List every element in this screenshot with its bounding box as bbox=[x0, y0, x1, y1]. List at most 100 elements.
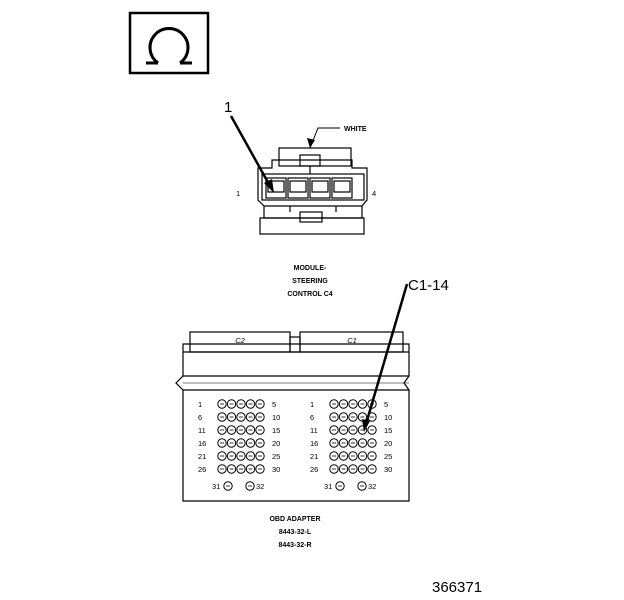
tab-c1-label: C1 bbox=[347, 336, 357, 345]
c2-pin-cavity bbox=[236, 451, 246, 461]
c2-row-end-label: 10 bbox=[272, 413, 280, 422]
c2-pin-cavity bbox=[255, 425, 265, 435]
c1-pin-cavity bbox=[357, 438, 368, 448]
c1-pin-31-label: 31 bbox=[324, 482, 332, 491]
c1-pin-cavity bbox=[338, 438, 349, 448]
c1-row-end-label: 20 bbox=[384, 439, 392, 448]
c1-row-start-label: 1 bbox=[310, 400, 314, 409]
module-caption-line3: CONTROL C4 bbox=[287, 291, 332, 298]
c2-pin-cavity bbox=[245, 464, 256, 474]
c2-pin-cavity bbox=[217, 425, 227, 435]
c2-pin-cavity bbox=[226, 412, 237, 422]
c2-pin-cavity bbox=[226, 464, 237, 474]
callout-1: 1 bbox=[224, 99, 232, 116]
white-label-arrow bbox=[307, 127, 340, 149]
c2-pin-cavity bbox=[236, 412, 246, 422]
c2-pin-cavity bbox=[236, 464, 246, 474]
c2-pin-cavity bbox=[226, 451, 237, 461]
c2-row-start-label: 11 bbox=[198, 426, 206, 435]
c1-pin-31-cavity bbox=[335, 481, 345, 491]
c1-row-end-label: 30 bbox=[384, 465, 392, 474]
c2-pin-cavity bbox=[245, 425, 256, 435]
c1-row-start-label: 6 bbox=[310, 413, 314, 422]
c1-pin-cavity bbox=[367, 412, 377, 422]
steering-module-connector bbox=[257, 147, 368, 235]
c1-pin-32-label: 32 bbox=[368, 482, 376, 491]
callout-c1-14: C1-14 bbox=[408, 277, 449, 294]
c2-pin-31-cavity bbox=[223, 481, 233, 491]
callout-1-leader bbox=[229, 115, 274, 193]
c2-pin-cavity bbox=[217, 451, 227, 461]
c1-pin-cavity bbox=[338, 464, 349, 474]
c1-pin-cavity bbox=[367, 425, 377, 435]
c2-pin-32-label: 32 bbox=[256, 482, 264, 491]
c1-row-start-label: 26 bbox=[310, 465, 318, 474]
c2-pin-cavity bbox=[226, 399, 237, 409]
c1-pin-cavity bbox=[329, 438, 339, 448]
c1-pin-cavity bbox=[357, 451, 368, 461]
c1-pin-cavity bbox=[348, 425, 358, 435]
c2-pin-cavity bbox=[236, 438, 246, 448]
c2-pin-cavity bbox=[217, 438, 227, 448]
c2-pin-cavity bbox=[226, 425, 237, 435]
c2-pin-cavity bbox=[245, 412, 256, 422]
c1-pin-cavity bbox=[367, 451, 377, 461]
figure-number: 366371 bbox=[432, 579, 482, 596]
c2-pin-cavity bbox=[217, 412, 227, 422]
c2-row-start-label: 1 bbox=[198, 400, 202, 409]
module-caption-line1: MODULE- bbox=[294, 265, 327, 272]
c1-pin-cavity bbox=[357, 412, 368, 422]
c1-pin-cavity bbox=[348, 451, 358, 461]
module-caption-line2: STEERING bbox=[292, 278, 328, 285]
c2-pin-cavity bbox=[245, 399, 256, 409]
c2-pin-cavity bbox=[255, 438, 265, 448]
c2-pin-cavity bbox=[236, 425, 246, 435]
c2-pin-cavity bbox=[226, 438, 237, 448]
c2-row-end-label: 30 bbox=[272, 465, 280, 474]
c2-pin-cavity bbox=[255, 399, 265, 409]
color-label-white: WHITE bbox=[344, 126, 367, 133]
c1-row-end-label: 10 bbox=[384, 413, 392, 422]
c2-row-start-label: 26 bbox=[198, 465, 206, 474]
adapter-caption-line3: 8443-32-R bbox=[278, 542, 311, 549]
c1-pin-cavity bbox=[357, 399, 368, 409]
c2-pin-cavity bbox=[255, 464, 265, 474]
adapter-caption-line1: OBD ADAPTER bbox=[269, 516, 320, 523]
ohm-symbol-box bbox=[128, 11, 210, 75]
c1-pin-cavity bbox=[348, 438, 358, 448]
c1-pin-cavity bbox=[357, 425, 368, 435]
c1-pin-cavity bbox=[329, 412, 339, 422]
c2-pin-32-cavity bbox=[245, 481, 255, 491]
c1-row-start-label: 21 bbox=[310, 452, 318, 461]
c1-pin-cavity bbox=[348, 412, 358, 422]
c1-row-start-label: 11 bbox=[310, 426, 318, 435]
c1-pin-cavity bbox=[329, 399, 339, 409]
c1-pin-cavity bbox=[338, 425, 349, 435]
c2-row-start-label: 6 bbox=[198, 413, 202, 422]
c1-row-start-label: 16 bbox=[310, 439, 318, 448]
obd-adapter-body bbox=[175, 331, 410, 502]
c2-pin-cavity bbox=[255, 451, 265, 461]
c2-pin-cavity bbox=[255, 412, 265, 422]
c1-pin-cavity bbox=[338, 399, 349, 409]
c2-pin-31-label: 31 bbox=[212, 482, 220, 491]
c1-pin-cavity bbox=[329, 425, 339, 435]
c1-pin-cavity bbox=[338, 451, 349, 461]
c1-pin-cavity bbox=[367, 464, 377, 474]
c1-row-end-label: 25 bbox=[384, 452, 392, 461]
adapter-caption-line2: 8443-32-L bbox=[279, 529, 312, 536]
c1-row-end-label: 5 bbox=[384, 400, 388, 409]
c2-row-start-label: 16 bbox=[198, 439, 206, 448]
c1-pin-cavity bbox=[329, 464, 339, 474]
c2-row-end-label: 5 bbox=[272, 400, 276, 409]
pin-label-4: 4 bbox=[372, 189, 376, 198]
c2-row-end-label: 15 bbox=[272, 426, 280, 435]
c1-pin-cavity bbox=[348, 399, 358, 409]
c2-row-start-label: 21 bbox=[198, 452, 206, 461]
c1-pin-cavity bbox=[329, 451, 339, 461]
c2-pin-cavity bbox=[217, 399, 227, 409]
c1-pin-cavity bbox=[357, 464, 368, 474]
